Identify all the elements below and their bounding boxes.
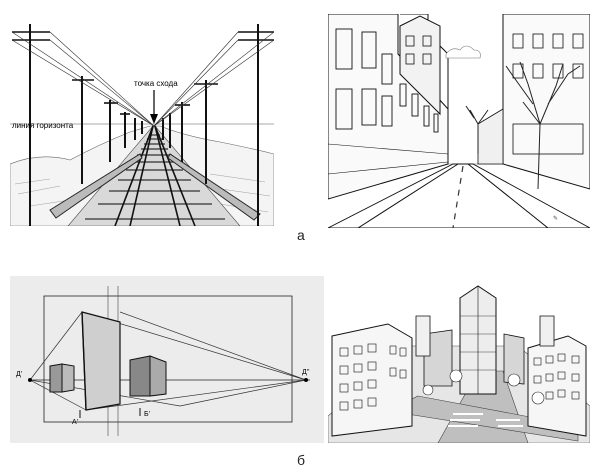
caption-b: б [297, 452, 306, 468]
city-sketch [328, 285, 590, 443]
street-sketch: ✎ [328, 14, 590, 228]
point-b-label: Б' [144, 411, 150, 418]
construction-sketch: Д' Д'' А' Б' [16, 286, 310, 436]
railway-perspective-drawing: точка схода линия горизонта [10, 14, 274, 226]
vanishing-point-label: точка схода [134, 79, 178, 88]
horizon-line-label: линия горизонта [12, 121, 74, 130]
right-vanishing-point-label: Д'' [302, 369, 309, 376]
artist-signature: ✎ [553, 215, 558, 222]
caption-a: а [297, 227, 305, 243]
city-perspective-drawing [328, 276, 590, 443]
street-perspective-drawing: ✎ [328, 14, 590, 228]
point-a-label: А' [72, 419, 78, 426]
left-vanishing-point-label: Д' [16, 371, 22, 378]
two-point-construction-drawing: Д' Д'' А' Б' [10, 276, 324, 443]
railway-sketch: точка схода линия горизонта [10, 24, 274, 226]
